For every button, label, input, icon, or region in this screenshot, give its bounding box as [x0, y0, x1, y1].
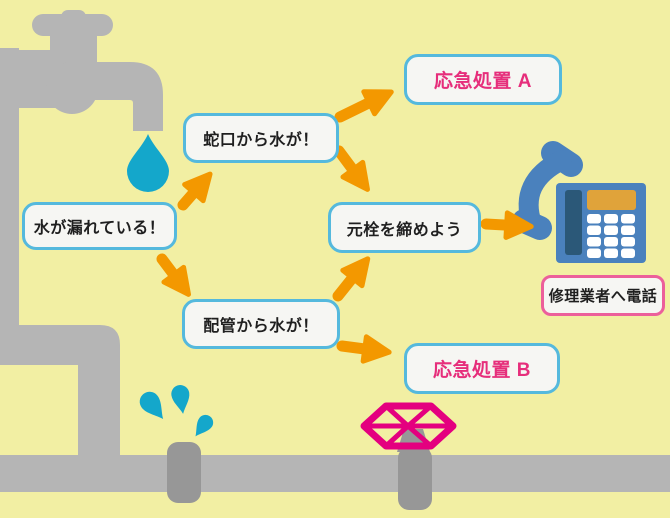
node-first-aid-a: 応急処置 A: [404, 54, 562, 105]
node-water-leaking: 水が漏れている！: [22, 202, 177, 250]
arrow-pipe-to-aid-b: [336, 334, 392, 364]
water-drop-icon: [127, 134, 169, 193]
flow-arrows: [156, 89, 534, 364]
arrow-faucet-to-aid-a: [334, 89, 394, 123]
pipe-elbow: [0, 325, 120, 492]
node-label: 蛇口から水が！: [203, 132, 319, 149]
pipe-bottom-horizontal: [0, 455, 670, 492]
faucet-icon: [0, 10, 163, 131]
node-label: 元栓を締めよう: [346, 221, 463, 239]
phone-keypad: [587, 214, 635, 258]
arrow-leak-to-faucet: [177, 171, 213, 211]
node-label: 配管から水が！: [203, 318, 319, 335]
arrow-pipe-to-valve: [332, 256, 371, 302]
pipe-left-vertical: [0, 48, 19, 365]
pipe-network: [0, 48, 670, 510]
main-valve-icon: [360, 402, 457, 452]
node-water-from-faucet: 蛇口から水が！: [183, 113, 339, 163]
node-first-aid-b: 応急処置 B: [404, 343, 560, 394]
node-label: 応急処置 B: [432, 360, 531, 381]
arrow-valve-to-phone: [480, 210, 534, 240]
phone-icon: [512, 141, 646, 263]
node-label: 修理業者へ電話: [548, 288, 658, 305]
node-label: 応急処置 A: [433, 71, 532, 92]
pipe-joint-icon: [398, 447, 432, 510]
spray-drops-icon: [139, 385, 214, 437]
node-close-main-valve: 元栓を締めよう: [328, 202, 481, 253]
node-label: 水が漏れている！: [33, 220, 166, 237]
arrow-faucet-to-valve: [333, 145, 370, 192]
phone-display: [587, 190, 636, 210]
node-water-from-pipe: 配管から水が！: [182, 299, 340, 349]
arrow-leak-to-pipe: [156, 253, 192, 297]
pipe-joint-icon: [167, 442, 201, 503]
node-call-repair-service: 修理業者へ電話: [541, 275, 665, 316]
